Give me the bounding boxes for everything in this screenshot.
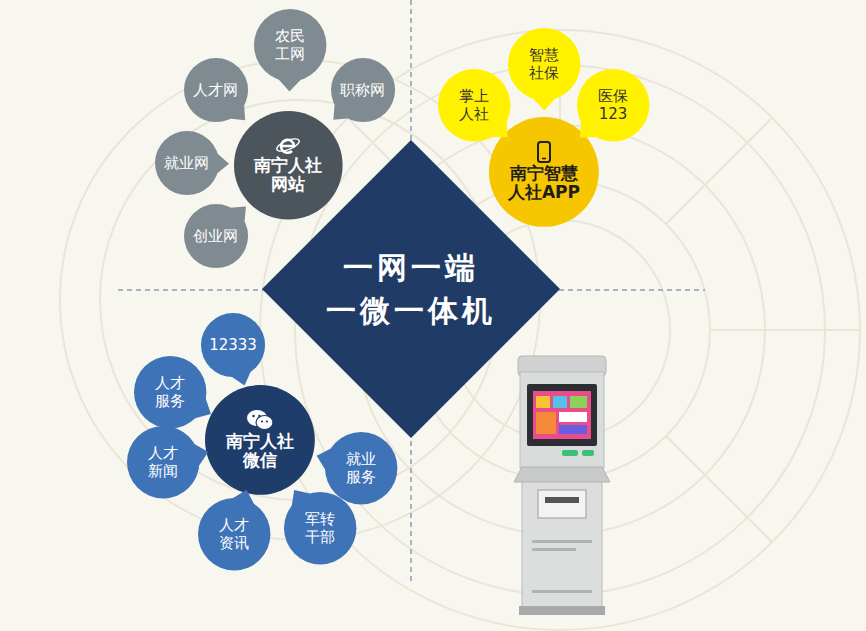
- node-label: 掌上 人社: [448, 87, 499, 123]
- node-label: 一网一端 一微一体机: [316, 246, 506, 333]
- node-label: 人才 资讯: [208, 516, 259, 552]
- wechat-bubble: 人才 资讯: [198, 498, 270, 570]
- node-content: 12333: [207, 336, 258, 354]
- bubble-fill: [577, 69, 649, 141]
- wechat-bubble: 人才 服务: [134, 356, 206, 428]
- bubble-fill: [254, 9, 326, 81]
- node-label: 智慧 社保: [518, 46, 569, 82]
- wechat-bubble: 就业 服务: [325, 432, 397, 504]
- node-content: 就业网: [161, 154, 212, 172]
- node-content: 人才 新闻: [137, 444, 188, 480]
- node-content: 军转 干部: [294, 510, 345, 546]
- node-label: 南宁智慧 人社APP: [505, 164, 583, 203]
- bubble-fill: [127, 426, 199, 498]
- node-label: 职称网: [337, 81, 388, 99]
- node-label: 医保 123: [587, 87, 638, 123]
- diamond-shape: [262, 140, 560, 438]
- bubble-fill: [184, 204, 248, 268]
- site-bubble: 人才网: [184, 58, 248, 122]
- bubble-fill: [198, 498, 270, 570]
- bubble-fill: [508, 28, 580, 100]
- node-label: 南宁人社 微信: [221, 432, 299, 471]
- website-hub: 南宁人社 网站: [234, 111, 343, 220]
- node-label: 就业网: [161, 154, 212, 172]
- bubble-fill: [234, 111, 343, 220]
- node-label: 人才 服务: [144, 374, 195, 410]
- diamond-fill: [262, 140, 560, 438]
- bubble-fill: [201, 313, 265, 377]
- node-label: 创业网: [190, 227, 241, 245]
- node-content: 南宁智慧 人社APP: [505, 141, 583, 203]
- bubble-fill: [325, 432, 397, 504]
- site-bubble: 农民 工网: [254, 9, 326, 81]
- center-diamond: 一网一端 一微一体机: [262, 140, 560, 438]
- node-label: 人才 新闻: [137, 444, 188, 480]
- wechat-bubble: 人才 新闻: [127, 426, 199, 498]
- node-label: 农民 工网: [264, 27, 315, 63]
- bubble-fill: [134, 356, 206, 428]
- emblem-pattern: [60, 30, 860, 630]
- site-bubble: 创业网: [184, 204, 248, 268]
- app-bubble: 掌上 人社: [438, 69, 510, 141]
- bubble-fill: [155, 131, 219, 195]
- node-label: 12333: [207, 336, 258, 354]
- bubble-fill: [438, 69, 510, 141]
- node-content: 掌上 人社: [448, 87, 499, 123]
- node-content: 创业网: [190, 227, 241, 245]
- bubble-fill: [284, 492, 356, 564]
- bubble-fill: [331, 58, 395, 122]
- wechat-icon: [246, 409, 274, 431]
- wechat-hub: 南宁人社 微信: [205, 385, 315, 495]
- bubble-fill: [184, 58, 248, 122]
- site-bubble: 职称网: [331, 58, 395, 122]
- node-content: 智慧 社保: [518, 46, 569, 82]
- node-content: 南宁人社 网站: [249, 135, 327, 195]
- phone-icon: [536, 141, 552, 163]
- wechat-bubble: 军转 干部: [284, 492, 356, 564]
- ie-icon: [275, 135, 301, 155]
- node-content: 人才 资讯: [208, 516, 259, 552]
- node-label: 南宁人社 网站: [249, 156, 327, 195]
- node-content: 人才网: [190, 81, 241, 99]
- node-content: 农民 工网: [264, 27, 315, 63]
- node-content: 医保 123: [587, 87, 638, 123]
- node-label: 军转 干部: [294, 510, 345, 546]
- app-bubble: 智慧 社保: [508, 28, 580, 100]
- node-content: 就业 服务: [335, 450, 386, 486]
- node-content: 一网一端 一微一体机: [316, 246, 506, 333]
- bubble-fill: [205, 385, 315, 495]
- node-label: 就业 服务: [335, 450, 386, 486]
- kiosk-illustration: [514, 356, 610, 615]
- node-content: 南宁人社 微信: [221, 409, 299, 471]
- site-bubble: 就业网: [155, 131, 219, 195]
- node-label: 人才网: [190, 81, 241, 99]
- node-content: 职称网: [337, 81, 388, 99]
- divider-lines: [118, 0, 705, 582]
- node-content: 人才 服务: [144, 374, 195, 410]
- wechat-bubble: 12333: [201, 313, 265, 377]
- app-bubble: 医保 123: [577, 69, 649, 141]
